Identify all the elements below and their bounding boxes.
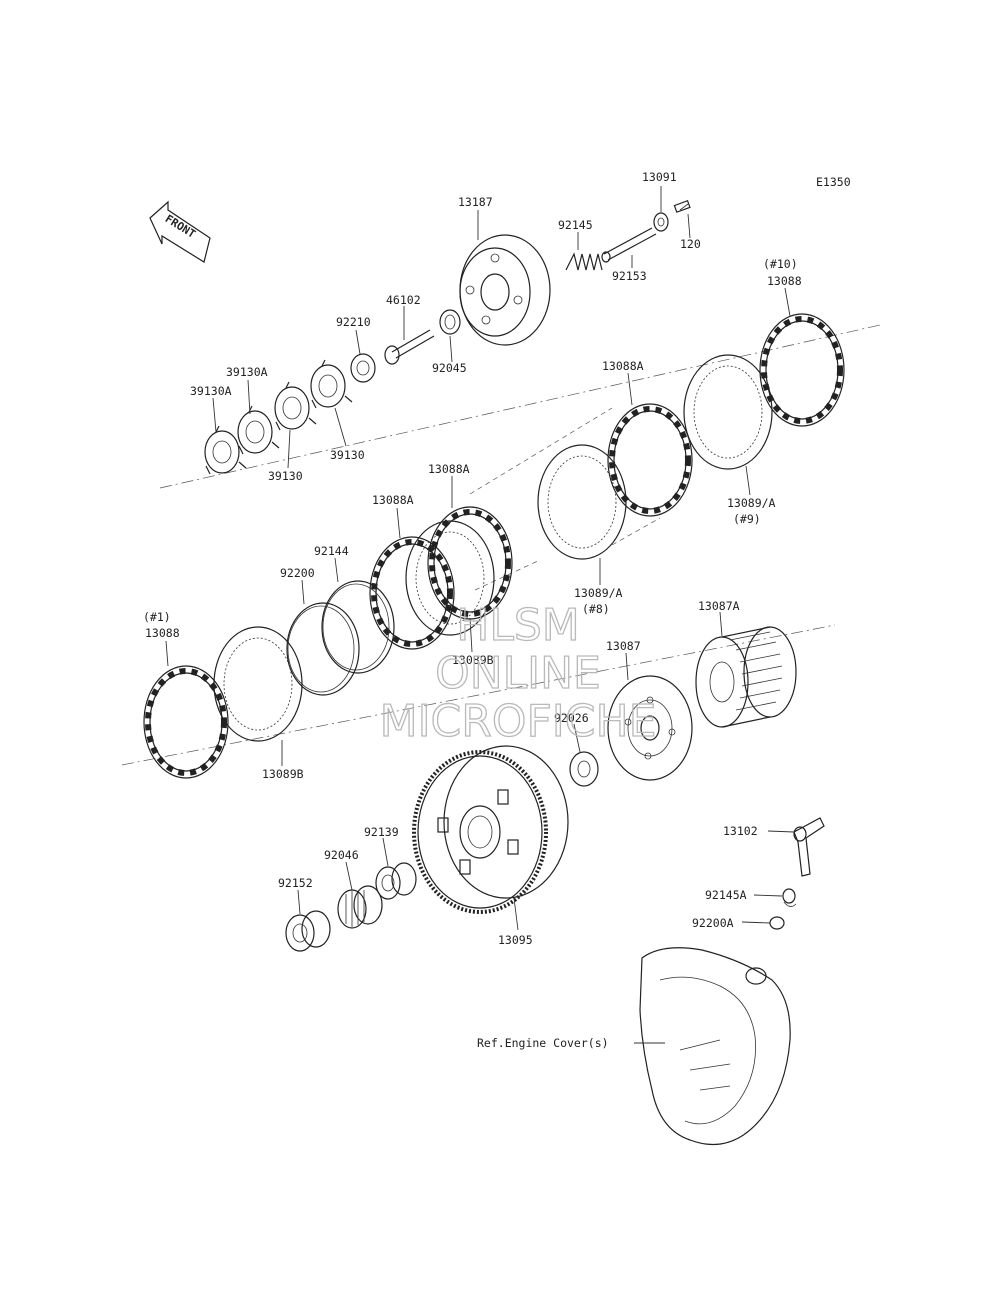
label-92152: 92152 <box>278 876 313 890</box>
label-13088-top: 13088 <box>767 274 802 288</box>
label-13089A-2: 13089/A <box>574 586 623 600</box>
collar-92139-part <box>375 862 417 900</box>
nut-13091-part <box>653 212 669 232</box>
label-92200: 92200 <box>280 566 315 580</box>
steel-plate-13089B-middle-part <box>405 520 495 636</box>
collar-92152-part <box>285 910 331 952</box>
spring-92145-part <box>565 252 603 271</box>
label-13088A-1: 13088A <box>602 359 644 373</box>
label-13089B-1: 13089B <box>262 767 304 781</box>
label-92046: 92046 <box>324 848 359 862</box>
label-13095: 13095 <box>498 933 533 947</box>
clutch-hub-13087A-part <box>695 626 797 728</box>
label-13087: 13087 <box>606 639 641 653</box>
label-13102: 13102 <box>723 824 758 838</box>
ring-92200-part <box>286 602 360 696</box>
bearing-92045-part <box>439 309 461 335</box>
clutch-housing-13095-part <box>412 745 569 914</box>
front-arrow-icon: FRONT <box>149 200 211 263</box>
label-92200A: 92200A <box>692 916 734 930</box>
spring-92145A-part <box>782 888 797 907</box>
label-13087A: 13087A <box>698 599 740 613</box>
label-92145A: 92145A <box>705 888 747 902</box>
assembly-axis-lines <box>121 324 881 766</box>
leader-lines <box>165 186 795 1044</box>
part-labels: 13091 120 13187 92145 92153 46102 92210 … <box>143 170 802 1050</box>
clutch-plate-13087-part <box>607 675 693 781</box>
label-92026: 92026 <box>554 711 589 725</box>
spring-ring-92144-part <box>321 580 395 674</box>
label-92153: 92153 <box>612 269 647 283</box>
washer-39130-1-part <box>310 359 353 409</box>
bolt-120-part <box>673 200 691 213</box>
label-92210: 92210 <box>336 315 371 329</box>
rod-46102-part <box>384 329 435 365</box>
seal-92210-part <box>350 353 376 383</box>
friction-plate-13088-left-part <box>143 665 229 779</box>
label-39130-1: 39130 <box>330 448 365 462</box>
label-46102: 46102 <box>386 293 421 307</box>
needle-bearing-92046-part <box>337 885 383 929</box>
watermark-line-3: MICROFICHE <box>380 696 657 747</box>
watermark-line-1: HLSM <box>456 600 580 651</box>
label-92144: 92144 <box>314 544 349 558</box>
label-13088-left: 13088 <box>145 626 180 640</box>
front-arrow-label: FRONT <box>163 212 198 241</box>
steel-plate-13089B-left-part <box>213 626 303 742</box>
label-13088A-3: 13088A <box>372 493 414 507</box>
label-ref-10: (#10) <box>763 257 798 271</box>
ring-92200A-part <box>769 916 785 930</box>
steel-plate-13089A-upper-part <box>683 354 773 470</box>
label-ref-8: (#8) <box>582 602 610 616</box>
label-92045: 92045 <box>432 361 467 375</box>
label-13187: 13187 <box>458 195 493 209</box>
steel-plate-13089A-lower-part <box>537 444 627 560</box>
label-ref-engine-cover: Ref.Engine Cover(s) <box>477 1036 609 1050</box>
label-13089A-1: 13089/A <box>727 496 776 510</box>
label-ref-1: (#1) <box>143 610 171 624</box>
label-39130A-2: 39130A <box>190 384 232 398</box>
label-39130A-1: 39130A <box>226 365 268 379</box>
watermark-line-2: ONLINE <box>435 648 601 699</box>
release-lever-13102-part <box>793 817 825 877</box>
engine-cover-part <box>639 947 791 1146</box>
pressure-plate-13187-part <box>459 234 551 346</box>
label-ref-9: (#9) <box>733 512 761 526</box>
watermark: HLSM ONLINE MICROFICHE <box>379 599 657 747</box>
washer-39130A-1-part <box>237 405 280 455</box>
sheet-code: E1350 <box>816 175 851 189</box>
label-13089B-2: 13089B <box>452 653 494 667</box>
label-120: 120 <box>680 237 701 251</box>
pushrod-92153-part <box>601 227 657 263</box>
washer-92026-part <box>569 751 599 787</box>
label-13091: 13091 <box>642 170 677 184</box>
friction-plate-13088-top-part <box>759 313 845 427</box>
label-92145: 92145 <box>558 218 593 232</box>
label-92139: 92139 <box>364 825 399 839</box>
washer-39130A-2-part <box>204 425 247 475</box>
washer-39130-2-part <box>274 381 317 431</box>
label-13088A-2: 13088A <box>428 462 470 476</box>
label-39130-2: 39130 <box>268 469 303 483</box>
friction-plate-13088A-upper-part <box>607 403 693 517</box>
